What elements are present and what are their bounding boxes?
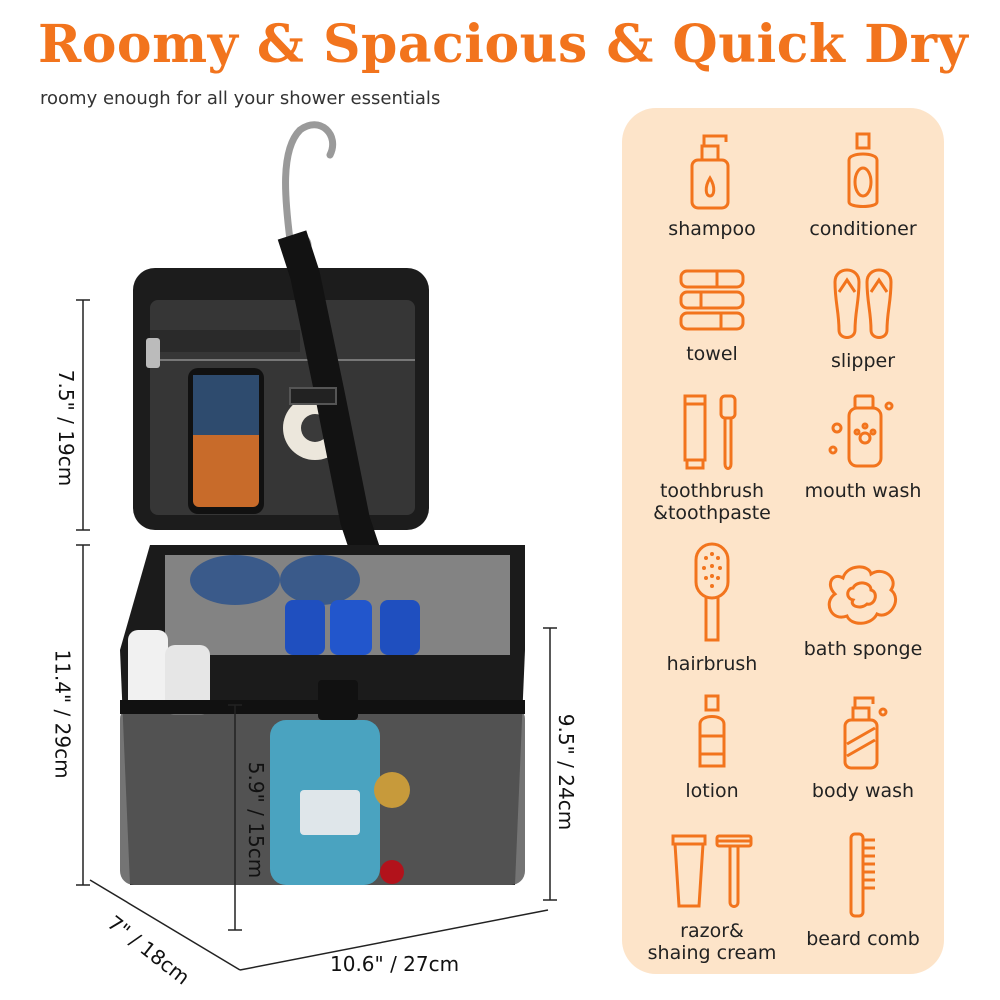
body-wash-icon xyxy=(843,696,888,770)
essential-sponge: bath sponge xyxy=(788,560,938,660)
dimension-width: 10.6" / 27cm xyxy=(330,952,460,976)
essential-label: shampoo xyxy=(668,218,756,240)
sponge-icon xyxy=(827,565,898,625)
essential-razor: razor& shaing cream xyxy=(637,832,787,964)
essential-slipper: slipper xyxy=(788,262,938,372)
dimension-body-height: 9.5" / 24cm xyxy=(554,713,579,831)
essential-shampoo: shampoo xyxy=(637,130,787,240)
razor-icon xyxy=(671,834,753,908)
dimension-total-height: 11.4" / 29cm xyxy=(50,649,75,779)
hairbrush-icon xyxy=(694,542,730,642)
essential-toothbrush: toothbrush &toothpaste xyxy=(637,392,787,524)
lotion-icon xyxy=(698,694,726,768)
comb-icon xyxy=(849,832,875,918)
essential-label: slipper xyxy=(830,350,896,372)
essential-beard-comb: beard comb xyxy=(788,830,938,950)
essential-label: toothbrush &toothpaste xyxy=(653,480,771,524)
dimension-lid-height: 7.5" / 19cm xyxy=(54,369,79,487)
essential-label: beard comb xyxy=(806,928,920,950)
essential-label: mouth wash xyxy=(804,480,922,502)
essential-label: conditioner xyxy=(809,218,917,240)
page-title: Roomy & Spacious & Quick Dry xyxy=(38,14,969,75)
essential-body-wash: body wash xyxy=(788,692,938,802)
essential-towel: towel xyxy=(637,265,787,365)
towel-icon xyxy=(679,269,745,331)
essential-mouthwash: mouth wash xyxy=(788,392,938,502)
essential-hairbrush: hairbrush xyxy=(637,540,787,675)
slipper-icon xyxy=(833,268,893,339)
essential-lotion: lotion xyxy=(637,692,787,802)
shampoo-bottle-icon xyxy=(690,134,730,210)
essential-label: body wash xyxy=(811,780,915,802)
essential-conditioner: conditioner xyxy=(788,130,938,240)
essential-label: bath sponge xyxy=(803,638,923,660)
conditioner-bottle-icon xyxy=(847,132,879,208)
essential-label: hairbrush xyxy=(666,653,758,675)
toothbrush-icon xyxy=(683,394,737,470)
page-subtitle: roomy enough for all your shower essenti… xyxy=(40,88,441,109)
shower-caddy-image xyxy=(76,121,557,971)
dimension-pocket-height: 5.9" / 15cm xyxy=(244,761,269,879)
essential-label: towel xyxy=(686,343,738,365)
essential-label: razor& shaing cream xyxy=(647,920,777,964)
mouthwash-icon xyxy=(828,394,894,468)
essentials-panel xyxy=(622,108,944,974)
essential-label: lotion xyxy=(685,780,739,802)
